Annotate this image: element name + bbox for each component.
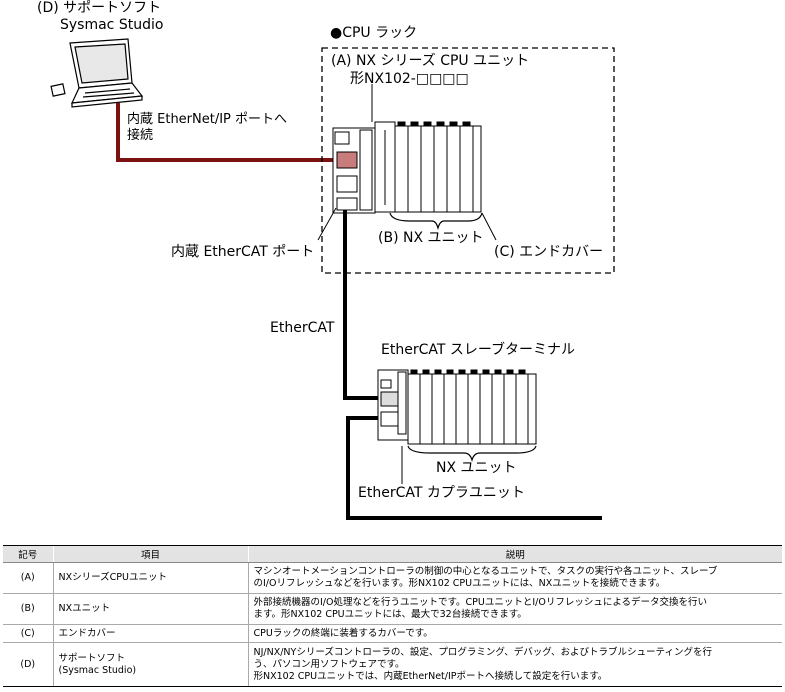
cpu-unit-drawing [332, 121, 396, 214]
ethercat-port-label: 内蔵 EtherCAT ポート [171, 244, 315, 260]
row-description: 外部接続機器のI/O処理などを行うユニットです。CPUユニットとI/Oリフレッシ… [247, 593, 782, 625]
nx-unit-drawing [394, 121, 482, 213]
row-description: NJ/NX/NYシリーズコントローラの、設定、プログラミング、デバッグ、およびト… [247, 642, 782, 687]
legend-table: 記号 項目 説明 (A) NXシリーズCPUユニット マシンオートメーションコン… [3, 545, 782, 687]
nx-unit-b-label: (B) NX ユニット [378, 230, 484, 246]
slave-nx-unit-brace [407, 445, 537, 463]
ethernet-port-label-2: 接続 [127, 128, 154, 143]
legend-row-b: (B) NXユニット 外部接続機器のI/O処理などを行うユニットです。CPUユニ… [3, 593, 782, 625]
header-description: 説明 [247, 545, 782, 563]
row-symbol: (A) [3, 562, 53, 594]
ethernet-port-label-1: 内蔵 EtherNet/IP ポートへ [127, 112, 288, 127]
legend-header-row: 記号 項目 説明 [3, 545, 782, 563]
row-description: マシンオートメーションコントローラの制御の中心となるユニットで、タスクの実行や各… [247, 562, 782, 594]
legend-row-c: (C) エンドカバー CPUラックの終端に装着するカバーです。 [3, 624, 782, 643]
row-item: NXユニット [52, 593, 248, 625]
row-symbol: (C) [3, 624, 53, 643]
row-description: CPUラックの終端に装着するカバーです。 [247, 624, 782, 643]
end-cover-label: (C) エンドカバー [494, 244, 604, 260]
cpu-model-label: 形NX102-□□□□ [350, 71, 469, 87]
slave-terminal-drawing [377, 369, 537, 445]
ethercat-cable-out [346, 416, 602, 520]
row-symbol: (B) [3, 593, 53, 625]
ethercat-cable [343, 210, 388, 400]
header-symbol: 記号 [3, 545, 53, 563]
nx-unit-brace [389, 212, 483, 231]
ethercat-label: EtherCAT [270, 320, 335, 336]
laptop-icon [50, 38, 144, 108]
row-item: エンドカバー [52, 624, 248, 643]
support-software-label: (D) サポートソフト [37, 0, 162, 16]
end-cover-pointer [481, 212, 497, 241]
cpu-rack-boundary [321, 47, 615, 274]
row-item: NXシリーズCPUユニット [52, 562, 248, 594]
system-configuration-diagram [50, 38, 615, 520]
cpu-unit-label: (A) NX シリーズ CPU ユニット [331, 53, 530, 69]
slave-nx-unit-label: NX ユニット [436, 460, 517, 476]
row-item: サポートソフト (Sysmac Studio) [52, 642, 248, 687]
ethercat-port-pointer [317, 207, 337, 241]
sysmac-studio-label: Sysmac Studio [60, 17, 164, 33]
slave-terminal-label: EtherCAT スレーブターミナル [381, 342, 576, 358]
legend-row-a: (A) NXシリーズCPUユニット マシンオートメーションコントローラの制御の中… [3, 562, 782, 594]
legend-row-d: (D) サポートソフト (Sysmac Studio) NJ/NX/NYシリーズ… [3, 642, 782, 687]
cpu-rack-label: ●CPU ラック [330, 25, 418, 41]
coupler-unit-label: EtherCAT カプラユニット [358, 485, 525, 501]
ethernet-ip-cable [116, 103, 345, 162]
header-item: 項目 [52, 545, 248, 563]
row-symbol: (D) [3, 642, 53, 687]
